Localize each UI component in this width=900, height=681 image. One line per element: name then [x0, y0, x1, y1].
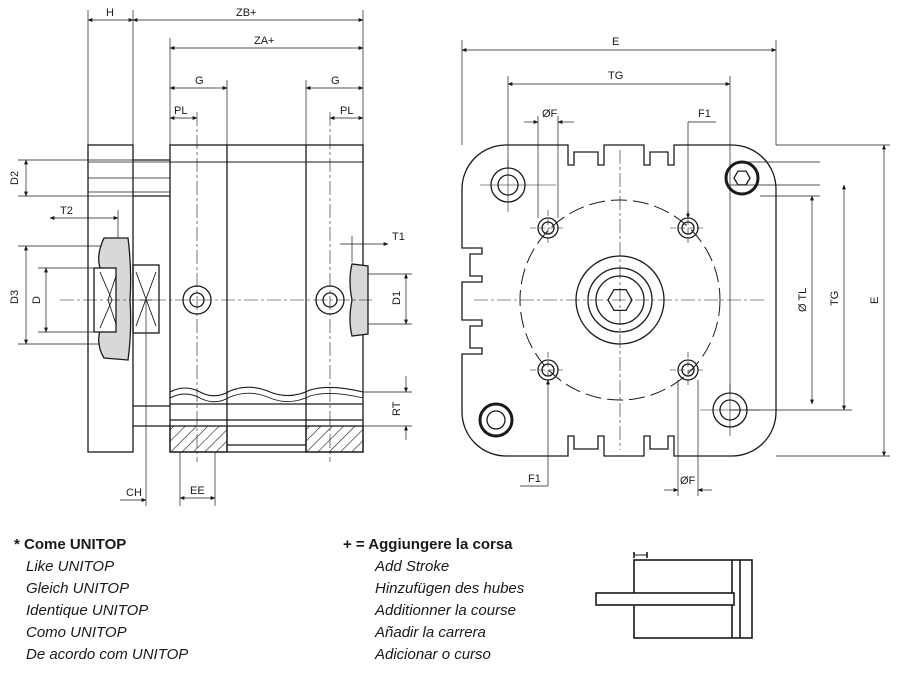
tie-screw-bl [478, 402, 514, 438]
legend-unitop-item: Identique UNITOP [26, 602, 149, 619]
legend-unitop-item: De acordo com UNITOP [26, 646, 189, 663]
dim-label-ee: EE [190, 485, 205, 497]
side-view [60, 112, 372, 462]
dim-label-of-bottom: ØF [680, 475, 696, 487]
dim-label-pl-left: PL [174, 105, 187, 117]
dim-label-d1: D1 [391, 291, 403, 305]
dim-label-f1-top: F1 [698, 108, 711, 120]
dim-label-of-top: ØF [542, 108, 558, 120]
legend-unitop-item: Like UNITOP [26, 558, 115, 575]
dim-label-d: D [31, 296, 43, 304]
dim-label-g-right: G [331, 75, 340, 87]
dim-label-tg-top: TG [608, 70, 623, 82]
dim-label-g-left: G [195, 75, 204, 87]
dim-label-tg-side: TG [829, 291, 841, 306]
front-dimension-labels: E TG ØF F1 Ø TL TG E F1 ØF [528, 36, 881, 487]
side-dimensions [18, 10, 412, 506]
dim-label-d3: D3 [9, 290, 21, 304]
legend-stroke-item: Additionner la course [375, 602, 516, 619]
legend-stroke-heading: + = Aggiungere la corsa [343, 536, 513, 553]
dim-label-za: ZA+ [254, 35, 274, 47]
stroke-cylinder-icon [595, 552, 753, 639]
legend-stroke-item: Añadir la carrera [375, 624, 486, 641]
legend-unitop-heading: * Come UNITOP [14, 536, 127, 553]
dim-label-t2: T2 [60, 205, 73, 217]
dim-label-e-top: E [612, 36, 619, 48]
front-square-body [461, 144, 777, 457]
dim-label-e-side: E [869, 297, 881, 304]
dim-label-d2: D2 [9, 171, 21, 185]
dim-label-ch: CH [126, 487, 142, 499]
dim-label-f1-bottom: F1 [528, 473, 541, 485]
legend-stroke-item: Adicionar o curso [375, 646, 491, 663]
legend-unitop-item: Como UNITOP [26, 624, 127, 641]
dim-label-pl-right: PL [340, 105, 353, 117]
dim-label-h: H [106, 7, 114, 19]
dim-label-otl: Ø TL [797, 288, 809, 312]
legend-stroke: + = Aggiungere la corsa Add Stroke Hinzu… [343, 534, 524, 666]
legend-unitop-item: Gleich UNITOP [26, 580, 130, 597]
dim-label-rt: RT [391, 401, 403, 416]
legend-stroke-item: Add Stroke [375, 558, 450, 575]
front-view [461, 144, 777, 457]
dim-label-zb: ZB+ [236, 7, 256, 19]
tie-screw-tr [724, 160, 760, 196]
side-dimension-labels: H ZB+ ZA+ G G PL PL D2 T2 D3 D T1 D1 RT … [9, 7, 405, 499]
cylinder-body [169, 144, 364, 453]
dim-label-t1: T1 [392, 231, 405, 243]
front-dimensions [461, 40, 890, 496]
legend-unitop: * Come UNITOP Like UNITOP Gleich UNITOP … [14, 534, 188, 666]
technical-drawing: H ZB+ ZA+ G G PL PL D2 T2 D3 D T1 D1 RT … [9, 7, 890, 506]
legend-stroke-item: Hinzufügen des hubes [375, 580, 525, 597]
